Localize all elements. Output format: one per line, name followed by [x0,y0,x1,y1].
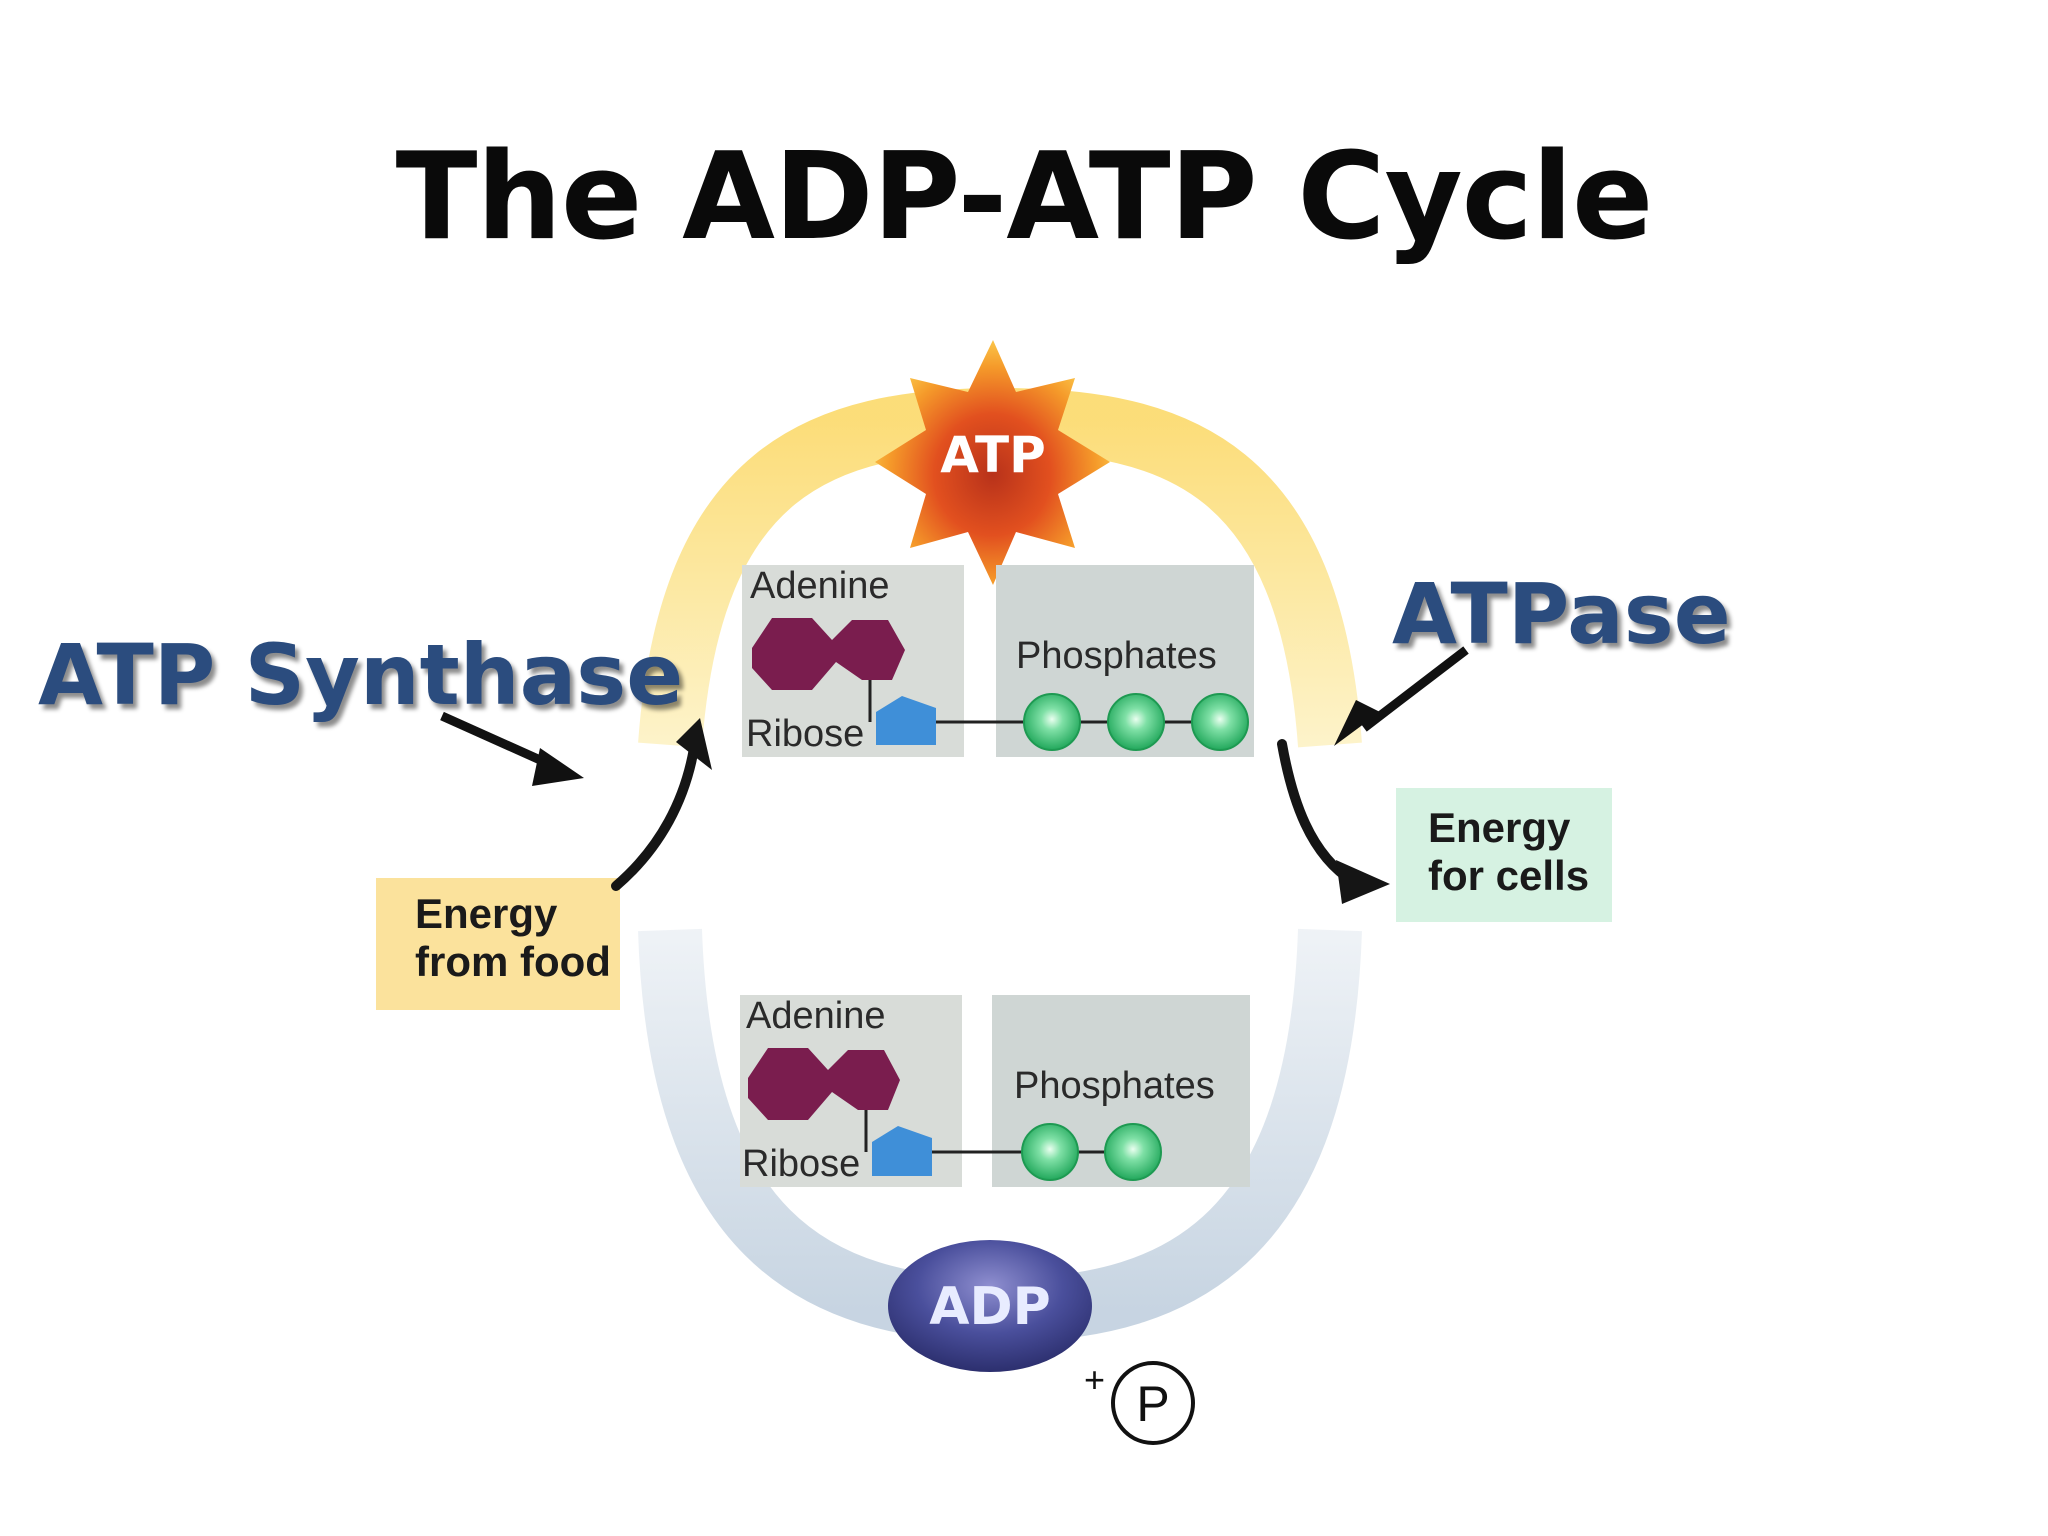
synthase-pointer-head [532,748,584,786]
atp-phosphate-2 [1107,693,1165,751]
free-phosphate: + P [1084,1359,1195,1445]
adp-phosphate-1 [1021,1123,1079,1181]
energy-for-cells-line1: Energy [1428,804,1571,851]
atpase-pointer-arrow [1361,646,1469,732]
phosphate-circle [1111,1361,1195,1445]
atp-synthase-label: ATP Synthase [38,626,684,724]
atp-adenine-label: Adenine [750,565,889,607]
adp-adenine-shape [748,1048,900,1120]
atp-adenine-shape [752,618,905,690]
adp-adenine-label: Adenine [746,995,885,1037]
energy-from-food-box [376,878,620,1010]
atp-ribose-shape [876,696,936,745]
energy-from-food-line1: Energy [415,890,558,937]
atpase-pointer-head [1334,700,1380,746]
atp-phosphate-1 [1023,693,1081,751]
slide-title: The ADP-ATP Cycle [395,128,1654,267]
synthesis-arrow [611,730,701,891]
adp-ellipse [888,1240,1092,1372]
atp-ribose-label: Ribose [746,713,864,755]
release-arrow [1277,739,1359,887]
atpase-label: ATPase [1392,565,1731,663]
adp-phosphate-2 [1104,1123,1162,1181]
energy-for-cells-line2: for cells [1428,852,1589,899]
synthesis-arrowhead [676,718,712,770]
atp-phosphate-3 [1191,693,1249,751]
adp-badge-label: ADP [929,1277,1051,1337]
plus-sign: + [1084,1359,1105,1400]
energy-for-cells-box [1396,788,1612,922]
atp-molecule: Adenine Ribose Phosphates [742,565,1254,757]
adp-phosphates-label: Phosphates [1014,1065,1215,1107]
phosphate-symbol: P [1136,1376,1169,1432]
energy-from-food: Energy from food [376,878,620,1010]
adp-ribose-shape [872,1126,932,1176]
atp-star [875,340,1110,585]
atp-phosphates-label: Phosphates [1016,635,1217,677]
atp-badge: ATP [875,340,1110,585]
energy-from-food-line2: from food [415,938,611,985]
release-arrowhead [1336,860,1390,904]
adp-ribose-label: Ribose [742,1143,860,1185]
energy-for-cells: Energy for cells [1396,788,1612,922]
adp-badge: ADP [888,1240,1092,1372]
atp-badge-label: ATP [940,426,1046,484]
adp-molecule: Adenine Ribose Phosphates [740,995,1250,1187]
